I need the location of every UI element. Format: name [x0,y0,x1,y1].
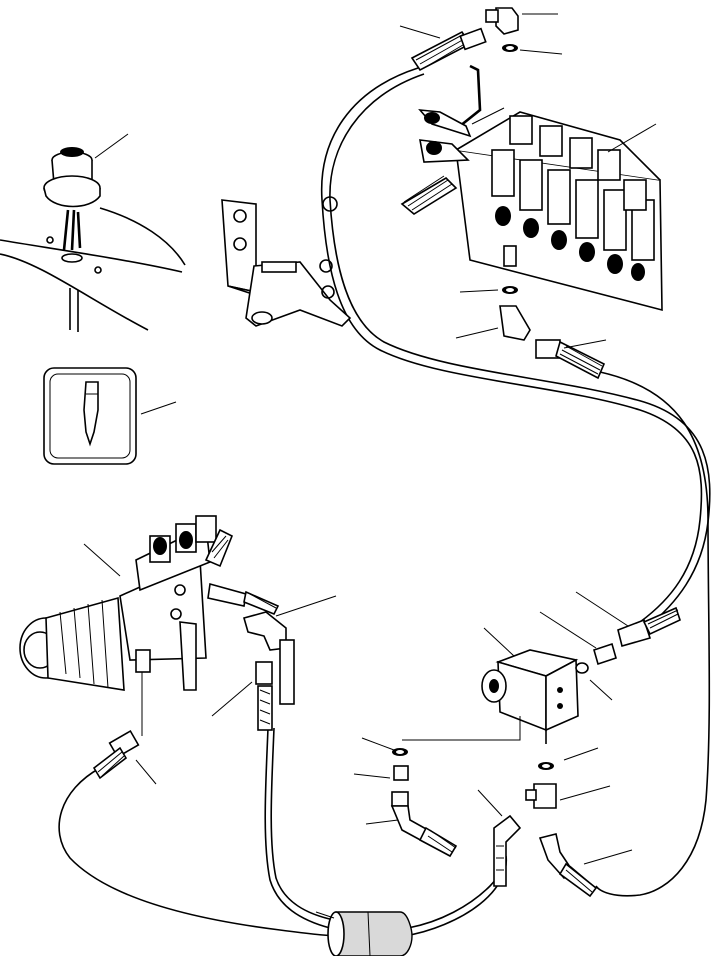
rotary-cylinder [19,596,125,691]
leader-line [353,773,391,779]
leader-line [94,133,129,159]
leader-line [471,107,505,125]
leader-line [483,627,515,657]
leader-line [575,591,629,627]
leader-line [563,339,607,349]
leader-line [140,401,177,415]
leader-line [83,543,121,577]
leader-line [275,595,337,617]
hammer-valve-block [19,515,280,736]
leader-line [135,759,157,785]
leader-line [399,25,441,39]
control-valve-bank [400,64,663,312]
valve-spools [491,115,655,281]
leader-line [455,327,499,339]
hose-clamp [315,911,413,956]
hose-lines [58,67,711,937]
hammer-symbol-plate [43,367,177,465]
leader-line [519,49,563,55]
bank-hose-end [400,175,458,215]
leader-line [459,289,499,293]
tank-filler-cap [0,133,186,332]
leader-line [211,681,253,717]
leader-line [607,123,657,153]
lower-fittings [353,737,633,898]
valve-mounting-bracket [221,196,352,327]
leader-line [539,611,597,649]
leader-line [583,849,633,865]
leader-line [477,789,503,817]
leader-line [365,819,399,825]
leader-line [589,679,613,701]
hammer-hose-fittings [92,595,337,785]
leader-line [559,785,611,801]
leader-line [563,747,599,761]
leader-line [315,911,335,919]
top-fittings [399,7,563,72]
solenoid-valve [402,591,681,744]
leader-line [361,737,395,751]
mid-fittings [455,286,607,380]
